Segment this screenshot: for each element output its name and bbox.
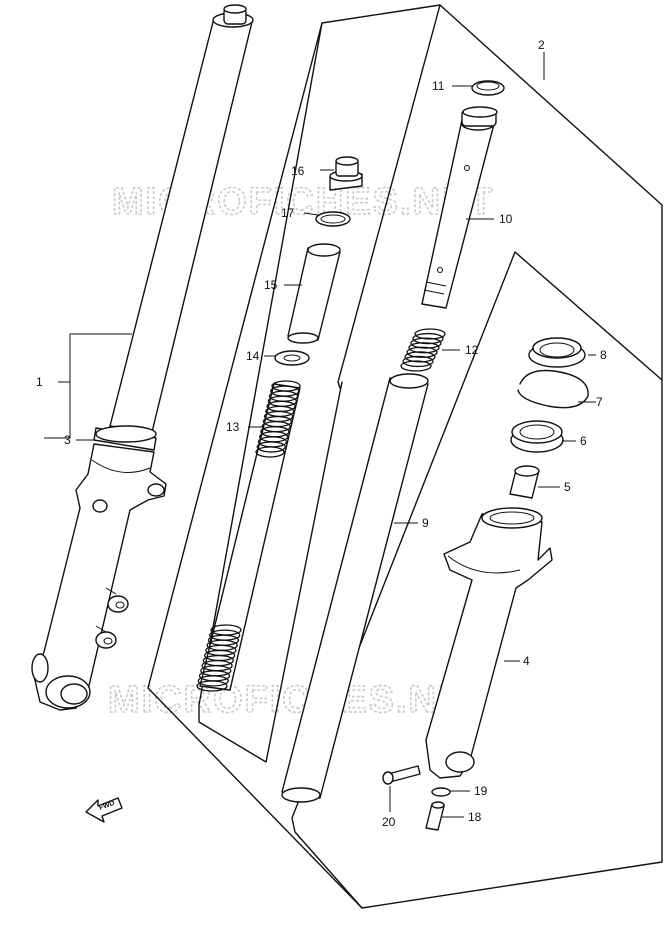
callout-4: 4 [523, 654, 530, 668]
spring-coil [406, 346, 438, 358]
guide-bushing [509, 465, 540, 499]
rebound-spring [400, 328, 446, 372]
fork-outer-tube [31, 4, 254, 711]
damper-cylinder [421, 106, 498, 309]
callout-15: 15 [264, 278, 278, 292]
fork-spring [196, 380, 301, 692]
callout-20: 20 [382, 815, 396, 829]
fork-outer-tube-right [425, 507, 553, 779]
forward-direction-arrow-icon: FWD [85, 797, 123, 823]
callout-3: 3 [64, 433, 71, 447]
callout-17: 17 [281, 206, 295, 220]
callout-7: 7 [596, 395, 603, 409]
spring-coil [410, 337, 442, 349]
spring-coil [197, 675, 229, 687]
callout-14: 14 [246, 349, 260, 363]
oil-seal [510, 420, 564, 453]
callout-2: 2 [538, 38, 545, 52]
spring-coil [414, 328, 446, 340]
spring-coil [400, 360, 432, 372]
watermark-bottom: MICROFICHES.NET [108, 679, 491, 721]
spring-coil [196, 680, 228, 692]
callout-13: 13 [226, 420, 240, 434]
callout-10: 10 [499, 212, 513, 226]
o-ring [315, 211, 351, 227]
callout-19: 19 [474, 784, 488, 798]
callout-11: 11 [432, 79, 445, 93]
circlip [517, 369, 589, 409]
spring-coil [256, 441, 286, 453]
piston-ring [471, 80, 505, 96]
spring-coil [402, 355, 434, 368]
spring-coil [404, 351, 436, 363]
callout-9: 9 [422, 516, 429, 530]
callout-8: 8 [600, 348, 607, 362]
bolt-washer [431, 787, 451, 797]
spring-coil [408, 342, 440, 354]
axle-pinch-bolt [382, 765, 421, 785]
spring-coil [255, 446, 285, 458]
spring-washer [274, 350, 310, 366]
callout-6: 6 [580, 434, 587, 448]
callout-12: 12 [465, 343, 479, 357]
inner-tube [281, 373, 429, 803]
inner-panel-right [291, 4, 663, 909]
callout-5: 5 [564, 480, 571, 494]
spring-coil [412, 332, 444, 345]
dust-seal [528, 337, 586, 368]
damper-bolt [425, 801, 445, 831]
callout-16: 16 [291, 164, 305, 178]
spacer-tube [287, 243, 341, 344]
callout-1: 1 [36, 375, 43, 389]
inner-panel-left [198, 22, 343, 763]
callout-18: 18 [468, 810, 482, 824]
fork-cap-bolt [329, 156, 363, 191]
